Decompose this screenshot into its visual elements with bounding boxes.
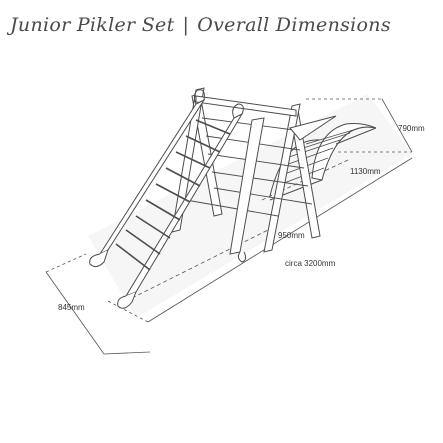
- title-subject: Overall Dimensions: [197, 14, 391, 36]
- dim-triangle-width-label: 1130mm: [350, 167, 381, 176]
- height-dimension-line: [381, 98, 413, 153]
- dim-overall-length-label: circa 3200mm: [285, 259, 336, 268]
- width-line: [45, 271, 105, 355]
- title-product: Junior Pikler Set: [10, 14, 175, 36]
- pikler-triangle: [171, 87, 321, 253]
- ladder-rungs: [115, 119, 231, 271]
- dim-width-label: 845mm: [58, 303, 85, 312]
- dimension-lines: [45, 98, 413, 355]
- overall-length-line: [147, 157, 413, 323]
- triangle-rungs: [185, 117, 313, 217]
- apex-plate: [289, 115, 337, 141]
- overall-length-extension: [105, 299, 149, 323]
- dim-depth-label: 950mm: [278, 231, 305, 240]
- width-end-line: [103, 351, 151, 355]
- title-separator: |: [182, 14, 190, 36]
- width-extension-left: [45, 253, 87, 273]
- page-title: Junior Pikler Set | Overall Dimensions: [10, 14, 391, 36]
- depth-line: [131, 225, 277, 299]
- slide-board: [229, 117, 265, 263]
- dim-height-label: 790mm: [398, 124, 425, 133]
